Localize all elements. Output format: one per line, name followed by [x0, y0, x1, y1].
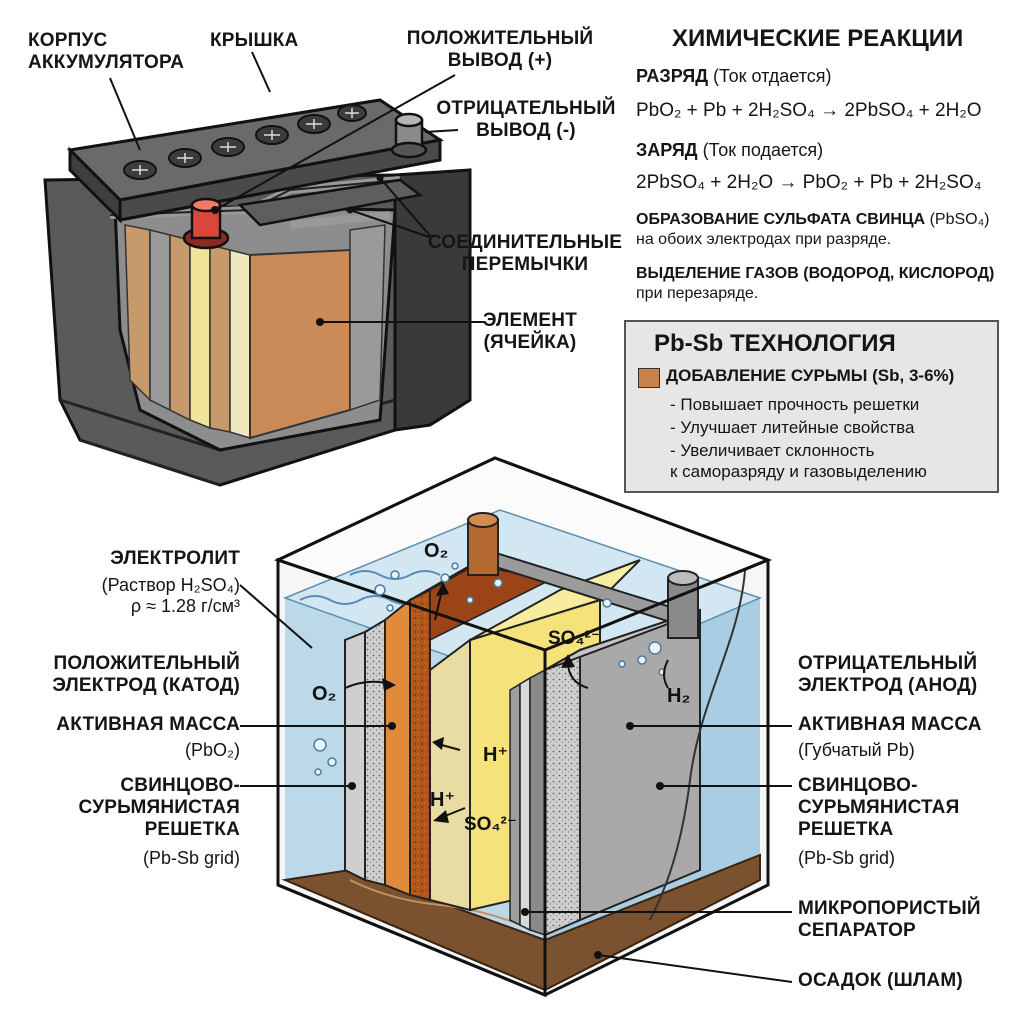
positive-active-mass-sub: (PbO₂): [185, 740, 240, 760]
o2-top-label: O₂: [424, 540, 448, 562]
positive-terminal-label: ПОЛОЖИТЕЛЬНЫЙ ВЫВОД (+): [406, 28, 594, 71]
sulfate-text: на обоих электродах при разряде.: [636, 231, 892, 248]
tech-box-item: - Улучшает литейные свойства: [670, 418, 915, 437]
gas-heading: ВЫДЕЛЕНИЕ ГАЗОВ (ВОДОРОД, КИСЛОРОД): [636, 265, 995, 282]
sulfate-heading: ОБРАЗОВАНИЕ СУЛЬФАТА СВИНЦА: [636, 211, 926, 228]
gas-note: ВЫДЕЛЕНИЕ ГАЗОВ (ВОДОРОД, КИСЛОРОД) при …: [636, 264, 1021, 304]
pb-sb-technology-box: Pb-Sb ТЕХНОЛОГИЯ ДОБАВЛЕНИЕ СУРЬМЫ (Sb, …: [624, 320, 999, 493]
positive-electrode-label: ПОЛОЖИТЕЛЬНЫЙ ЭЛЕКТРОД (КАТОД): [52, 653, 240, 696]
tech-box-heading: ДОБАВЛЕНИЕ СУРЬМЫ (Sb, 3-6%): [666, 366, 955, 385]
separator-label: МИКРОПОРИСТЫЙ СЕПАРАТОР: [798, 898, 981, 941]
h-plus-2-label: H⁺: [430, 789, 455, 811]
negative-electrode-label: ОТРИЦАТЕЛЬНЫЙ ЭЛЕКТРОД (АНОД): [798, 653, 978, 696]
cell-label: ЭЛЕМЕНТ (ЯЧЕЙКА): [482, 310, 578, 353]
sulfate-formula: (PbSO₄): [929, 211, 990, 228]
discharge-heading: РАЗРЯД (Ток отдается): [636, 66, 832, 87]
electrolyte-label: ЭЛЕКТРОЛИТ: [110, 548, 240, 569]
cell-cutaway: [273, 456, 773, 998]
positive-active-mass-label: АКТИВНАЯ МАССА: [56, 714, 240, 735]
positive-grid-sub: (Pb-Sb grid): [142, 848, 240, 868]
antimony-swatch: [638, 368, 660, 388]
gas-text: при перезаряде.: [636, 285, 759, 302]
lid-label: КРЫШКА: [210, 30, 299, 51]
discharge-note: (Ток отдается): [713, 66, 832, 86]
tech-box-item: - Увеличивает склонность к саморазряду и…: [670, 441, 927, 481]
charge-equation: 2PbSO₄ + 2H₂O → PbO₂ + Pb + 2H₂SO₄: [636, 172, 982, 193]
negative-active-mass-label: АКТИВНАЯ МАССА: [798, 714, 982, 735]
housing-label: КОРПУС АККУМУЛЯТОРА: [28, 30, 185, 73]
reactions-title: ХИМИЧЕСКИЕ РЕАКЦИИ: [672, 25, 964, 52]
connectors-label: СОЕДИНИТЕЛЬНЫЕ ПЕРЕМЫЧКИ: [427, 232, 623, 275]
top-battery: [43, 98, 472, 487]
bottom-leader-lines: [239, 584, 793, 983]
o2-left-label: O₂: [312, 683, 336, 705]
tech-box-item: - Повышает прочность решетки: [670, 395, 920, 414]
charge-label: ЗАРЯД: [636, 140, 698, 160]
charge-note: (Ток подается): [702, 140, 824, 160]
sediment-label: ОСАДОК (ШЛАМ): [798, 970, 963, 991]
positive-grid-label: СВИНЦОВО- СУРЬМЯНИСТАЯ РЕШЕТКА: [78, 775, 240, 840]
negative-active-mass-sub: (Губчатый Pb): [798, 740, 915, 760]
electrolyte-sub: (Раствор H₂SO₄) ρ ≈ 1.28 г/см³: [101, 575, 240, 616]
negative-grid-sub: (Pb-Sb grid): [798, 848, 896, 868]
charge-heading: ЗАРЯД (Ток подается): [636, 140, 823, 161]
top-leader-lines: [109, 51, 485, 323]
negative-terminal-label: ОТРИЦАТЕЛЬНЫЙ ВЫВОД (-): [436, 98, 616, 141]
so4-top-label: SO₄²⁻: [548, 628, 601, 649]
negative-grid-label: СВИНЦОВО- СУРЬМЯНИСТАЯ РЕШЕТКА: [798, 775, 960, 840]
h2-label: H₂: [667, 685, 690, 707]
h-plus-1-label: H⁺: [483, 744, 508, 766]
discharge-equation: PbO₂ + Pb + 2H₂SO₄ → 2PbSO₄ + 2H₂O: [636, 100, 982, 121]
tech-box-title: Pb-Sb ТЕХНОЛОГИЯ: [654, 330, 896, 357]
so4-bottom-label: SO₄²⁻: [464, 814, 517, 835]
discharge-label: РАЗРЯД: [636, 66, 709, 86]
sulfate-note: ОБРАЗОВАНИЕ СУЛЬФАТА СВИНЦА (PbSO₄) на о…: [636, 210, 1021, 250]
negative-terminal-post: [390, 112, 428, 159]
top-plates: [124, 224, 386, 440]
